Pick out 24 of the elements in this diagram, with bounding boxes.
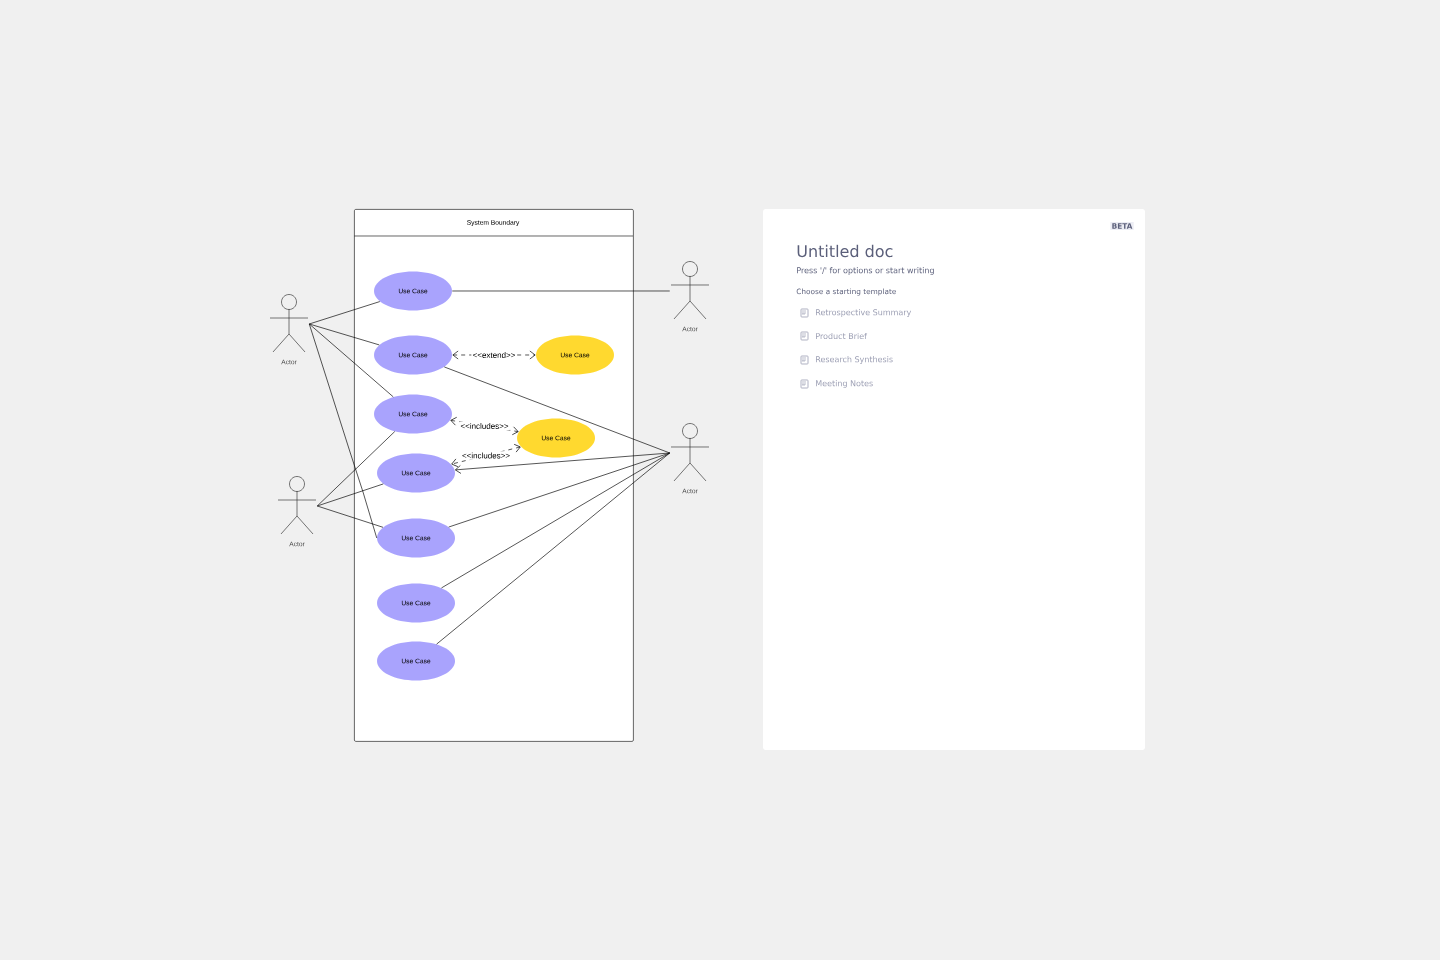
edge-label: <<includes>>: [460, 451, 512, 460]
template-option: Retrospective Summary: [816, 309, 912, 317]
edge-label: <<includes>>: [459, 421, 510, 431]
connector: [450, 416, 519, 436]
template-option: Research Synthesis: [816, 356, 893, 364]
template-option: Product Brief: [816, 332, 868, 340]
connector: [316, 483, 384, 507]
template-option: Meeting Notes: [816, 380, 873, 388]
connector: [308, 323, 378, 539]
connector: [436, 452, 671, 645]
connector: [316, 505, 384, 528]
doc-title: Untitled doc: [797, 244, 893, 258]
connector: [452, 350, 536, 360]
connector: [451, 444, 521, 467]
connector: [308, 301, 381, 325]
hint-text: Press '/' for options or start writing: [797, 267, 934, 275]
connector: [451, 290, 671, 292]
connector: [448, 452, 671, 528]
connector: [308, 323, 380, 346]
connector: [308, 323, 394, 398]
connector: [455, 452, 671, 474]
connector: [443, 366, 671, 454]
edge-label: <<extend>>: [471, 350, 517, 360]
connector: [316, 431, 396, 507]
